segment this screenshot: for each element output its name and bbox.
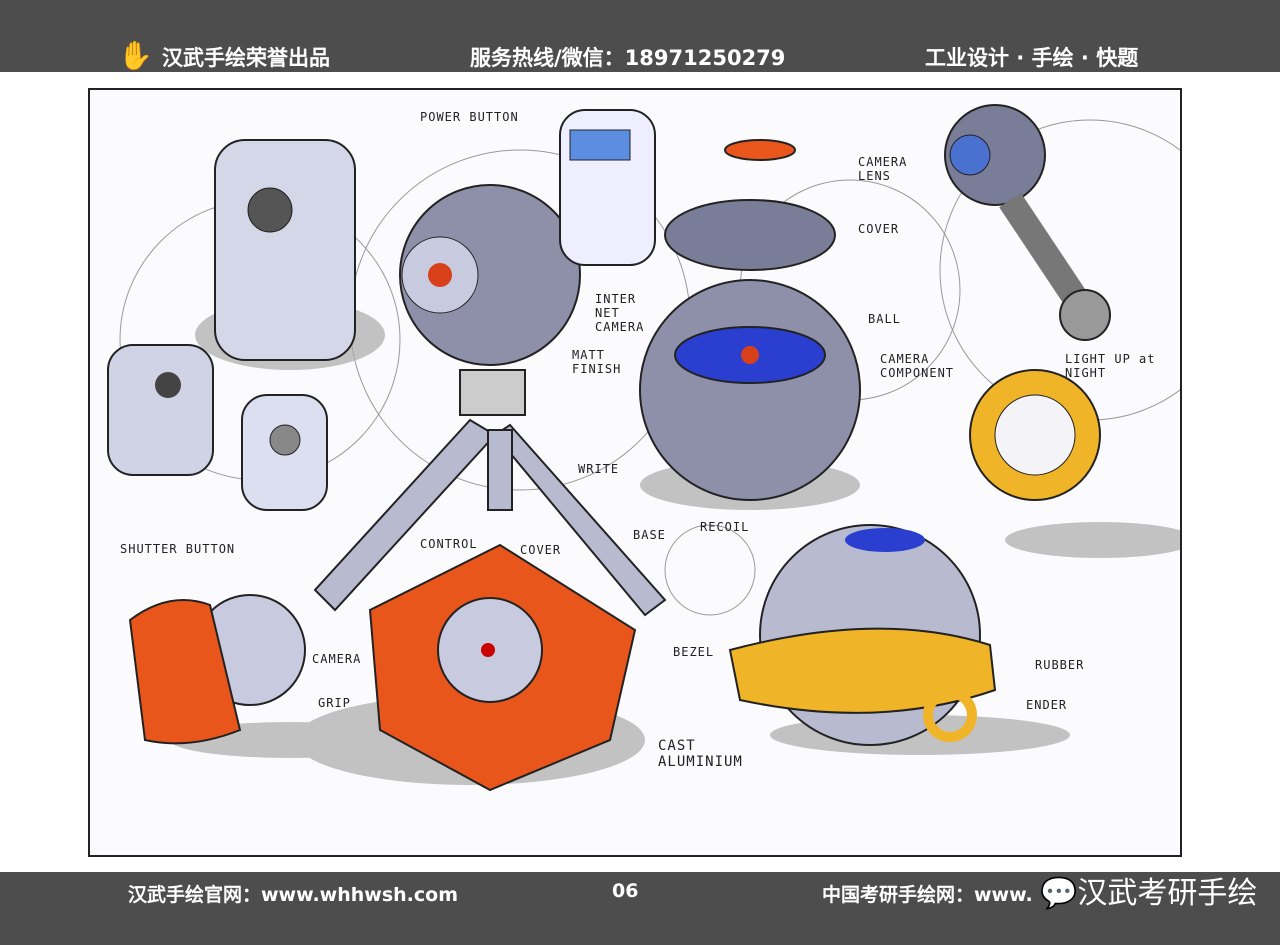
page-number: 06 [612, 880, 639, 902]
annotation: LIGHT UP at NIGHT [1065, 352, 1156, 380]
wechat-icon: 💬 [1040, 876, 1078, 911]
hand-logo-icon: ✋ [118, 39, 153, 72]
product-sketches [107, 104, 1180, 792]
brand-title: 汉武手绘荣誉出品 [162, 46, 330, 70]
annotation: MATT FINISH [572, 348, 622, 376]
topic: 工业设计 · 手绘 · 快题 [925, 46, 1139, 70]
annotation: BALL [868, 312, 901, 326]
annotation: CAMERA COMPONENT [880, 352, 955, 380]
sketch-artwork: POWER BUTTON CAMERA LENS COVER BALL CAME… [88, 88, 1182, 857]
annotation: INTER NET CAMERA [595, 292, 645, 334]
annotation: RUBBER [1035, 658, 1085, 672]
annotation: WRITE [578, 462, 620, 476]
header-bar: ✋ 汉武手绘荣誉出品 服务热线/微信：18971250279 工业设计 · 手绘… [0, 0, 1280, 72]
website-link[interactable]: 汉武手绘官网：www.whhwsh.com [128, 884, 458, 906]
hotline: 服务热线/微信：18971250279 [470, 46, 786, 70]
watermark-text: 汉武考研手绘 [1077, 876, 1258, 911]
annotation: COVER [858, 222, 900, 236]
annotation: ENDER [1026, 698, 1068, 712]
annotation: CAST ALUMINIUM [658, 738, 743, 770]
footer-bar: 汉武手绘官网：www.whhwsh.com 06 中国考研手绘网：www. [0, 872, 1280, 945]
annotation: CAMERA [312, 652, 362, 666]
annotation: CAMERA LENS [858, 155, 908, 183]
annotation: GRIP [318, 696, 351, 710]
site-link[interactable]: 中国考研手绘网：www. [822, 884, 1033, 906]
watermark: 💬汉武考研手绘 [1040, 868, 1257, 912]
annotation: CONTROL [420, 537, 478, 551]
annotation: BEZEL [673, 645, 715, 659]
annotation: COVER [520, 543, 562, 557]
annotation: RECOIL [700, 520, 750, 534]
annotation: SHUTTER BUTTON [120, 542, 236, 556]
annotation: BASE [633, 528, 666, 542]
annotation: POWER BUTTON [420, 110, 519, 124]
